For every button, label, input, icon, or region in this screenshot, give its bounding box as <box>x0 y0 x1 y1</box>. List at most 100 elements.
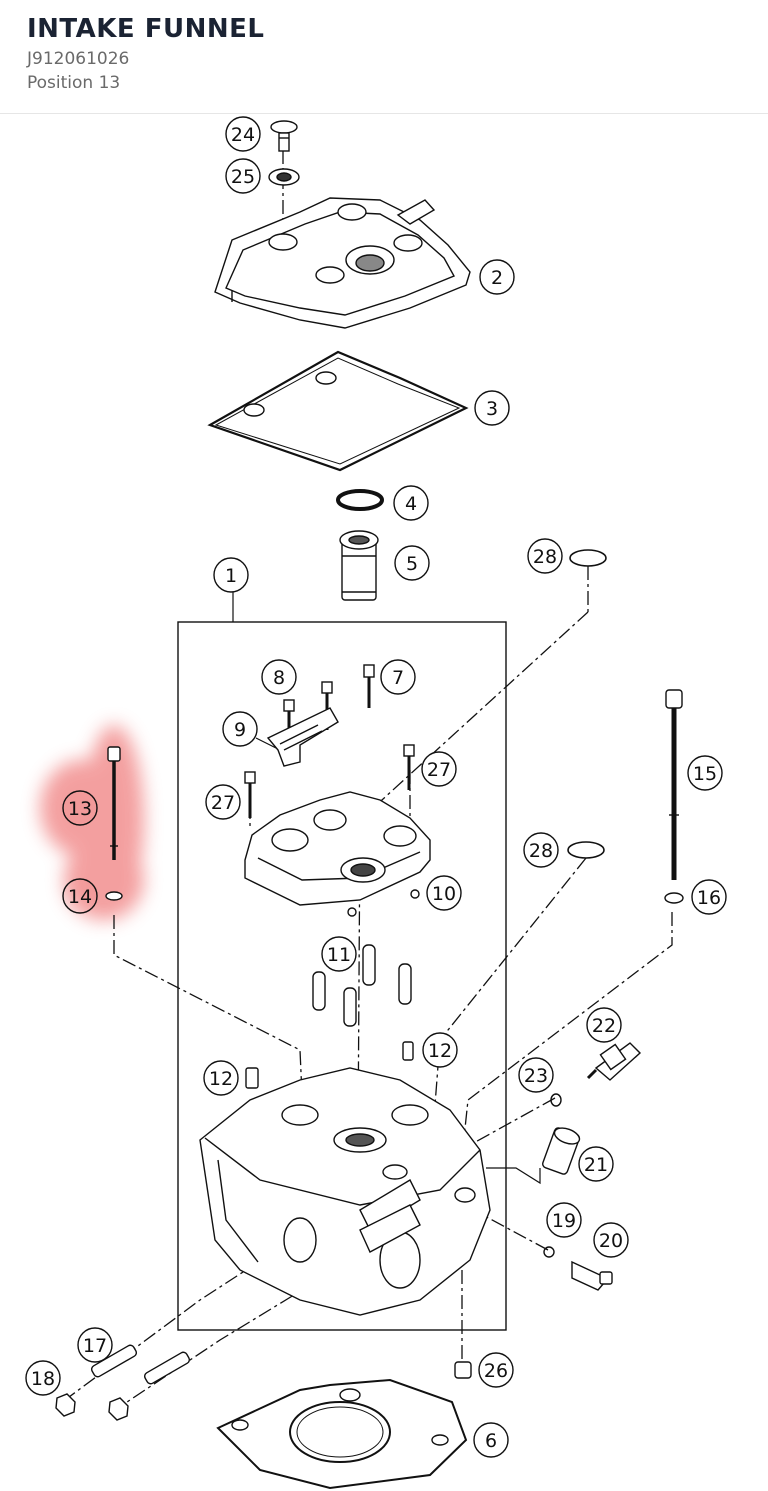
callout-22[interactable]: 22 <box>586 1007 622 1043</box>
callout-3[interactable]: 3 <box>474 390 510 426</box>
callout-24[interactable]: 24 <box>225 116 261 152</box>
callout-number: 21 <box>584 1154 608 1176</box>
callout-circle <box>205 784 241 820</box>
callout-circle <box>426 875 462 911</box>
callout-13[interactable]: 13 <box>62 790 98 826</box>
callout-number: 17 <box>83 1335 107 1357</box>
callout-26[interactable]: 26 <box>478 1352 514 1388</box>
callout-14[interactable]: 14 <box>62 878 98 914</box>
callout-circle <box>62 790 98 826</box>
callout-circle <box>474 390 510 426</box>
page-title: INTAKE FUNNEL <box>27 14 265 44</box>
callout-number: 12 <box>209 1068 233 1090</box>
callout-circle <box>25 1360 61 1396</box>
callout-number: 4 <box>405 493 417 515</box>
callout-number: 27 <box>427 759 451 781</box>
callout-number: 16 <box>697 887 721 909</box>
callout-12[interactable]: 12 <box>203 1060 239 1096</box>
part-number: J912061026 <box>27 49 130 69</box>
callout-1[interactable]: 1 <box>213 557 249 593</box>
callout-number: 8 <box>273 667 285 689</box>
callout-27[interactable]: 27 <box>421 751 457 787</box>
callout-number: 5 <box>406 553 418 575</box>
callout-19[interactable]: 19 <box>546 1202 582 1238</box>
callout-circle <box>527 538 563 574</box>
callout-circle <box>394 545 430 581</box>
callout-number: 26 <box>484 1360 508 1382</box>
callout-27[interactable]: 27 <box>205 784 241 820</box>
callout-6[interactable]: 6 <box>473 1422 509 1458</box>
callout-number: 23 <box>524 1065 548 1087</box>
callout-number: 24 <box>231 124 255 146</box>
callout-circle <box>422 1032 458 1068</box>
callout-number: 27 <box>211 792 235 814</box>
callout-circle <box>77 1327 113 1363</box>
callout-circle <box>213 557 249 593</box>
callout-circle <box>473 1422 509 1458</box>
callout-18[interactable]: 18 <box>25 1360 61 1396</box>
callout-16[interactable]: 16 <box>691 879 727 915</box>
callout-circle <box>523 832 559 868</box>
callout-number: 18 <box>31 1368 55 1390</box>
callout-number: 6 <box>485 1430 497 1452</box>
callout-number: 22 <box>592 1015 616 1037</box>
callout-circle <box>321 936 357 972</box>
callout-circle <box>478 1352 514 1388</box>
callout-number: 10 <box>432 883 456 905</box>
callout-number: 25 <box>231 166 255 188</box>
callout-10[interactable]: 10 <box>426 875 462 911</box>
assembly-frame <box>177 621 507 1331</box>
callout-number: 28 <box>529 840 553 862</box>
callout-28[interactable]: 28 <box>527 538 563 574</box>
callout-circle <box>546 1202 582 1238</box>
callout-number: 14 <box>68 886 92 908</box>
part-header: INTAKE FUNNEL J912061026 Position 13 <box>0 0 768 114</box>
callout-28[interactable]: 28 <box>523 832 559 868</box>
callout-9[interactable]: 9 <box>222 711 258 747</box>
callout-number: 11 <box>327 944 351 966</box>
callout-circle <box>518 1057 554 1093</box>
callout-number: 19 <box>552 1210 576 1232</box>
callout-7[interactable]: 7 <box>380 659 416 695</box>
callout-number: 13 <box>68 798 92 820</box>
part-drawings <box>55 120 684 1490</box>
callout-circle <box>421 751 457 787</box>
callout-circle <box>261 659 297 695</box>
callout-5[interactable]: 5 <box>394 545 430 581</box>
callout-circle <box>203 1060 239 1096</box>
callout-15[interactable]: 15 <box>687 755 723 791</box>
callout-8[interactable]: 8 <box>261 659 297 695</box>
diagram-canvas: 2425234512887927271513281410161122121223… <box>25 116 727 1490</box>
callout-number: 20 <box>599 1230 623 1252</box>
callout-circle <box>687 755 723 791</box>
callout-circle <box>593 1222 629 1258</box>
callout-12[interactable]: 12 <box>422 1032 458 1068</box>
callout-circle <box>578 1146 614 1182</box>
part-position: Position 13 <box>27 73 121 93</box>
callout-circle <box>62 878 98 914</box>
callout-circle <box>393 485 429 521</box>
callout-number: 15 <box>693 763 717 785</box>
callout-circle <box>479 259 515 295</box>
callout-number: 1 <box>225 565 237 587</box>
callout-25[interactable]: 25 <box>225 158 261 194</box>
callout-circle <box>225 158 261 194</box>
callout-11[interactable]: 11 <box>321 936 357 972</box>
callout-4[interactable]: 4 <box>393 485 429 521</box>
callout-23[interactable]: 23 <box>518 1057 554 1093</box>
callout-circle <box>380 659 416 695</box>
callout-number: 28 <box>533 546 557 568</box>
callout-20[interactable]: 20 <box>593 1222 629 1258</box>
callout-number: 2 <box>491 267 503 289</box>
callout-circle <box>225 116 261 152</box>
callout-number: 3 <box>486 398 498 420</box>
callout-number: 9 <box>234 719 246 741</box>
callout-number: 7 <box>392 667 404 689</box>
callout-21[interactable]: 21 <box>578 1146 614 1182</box>
callout-circle <box>691 879 727 915</box>
callout-2[interactable]: 2 <box>479 259 515 295</box>
callout-17[interactable]: 17 <box>77 1327 113 1363</box>
callout-number: 12 <box>428 1040 452 1062</box>
